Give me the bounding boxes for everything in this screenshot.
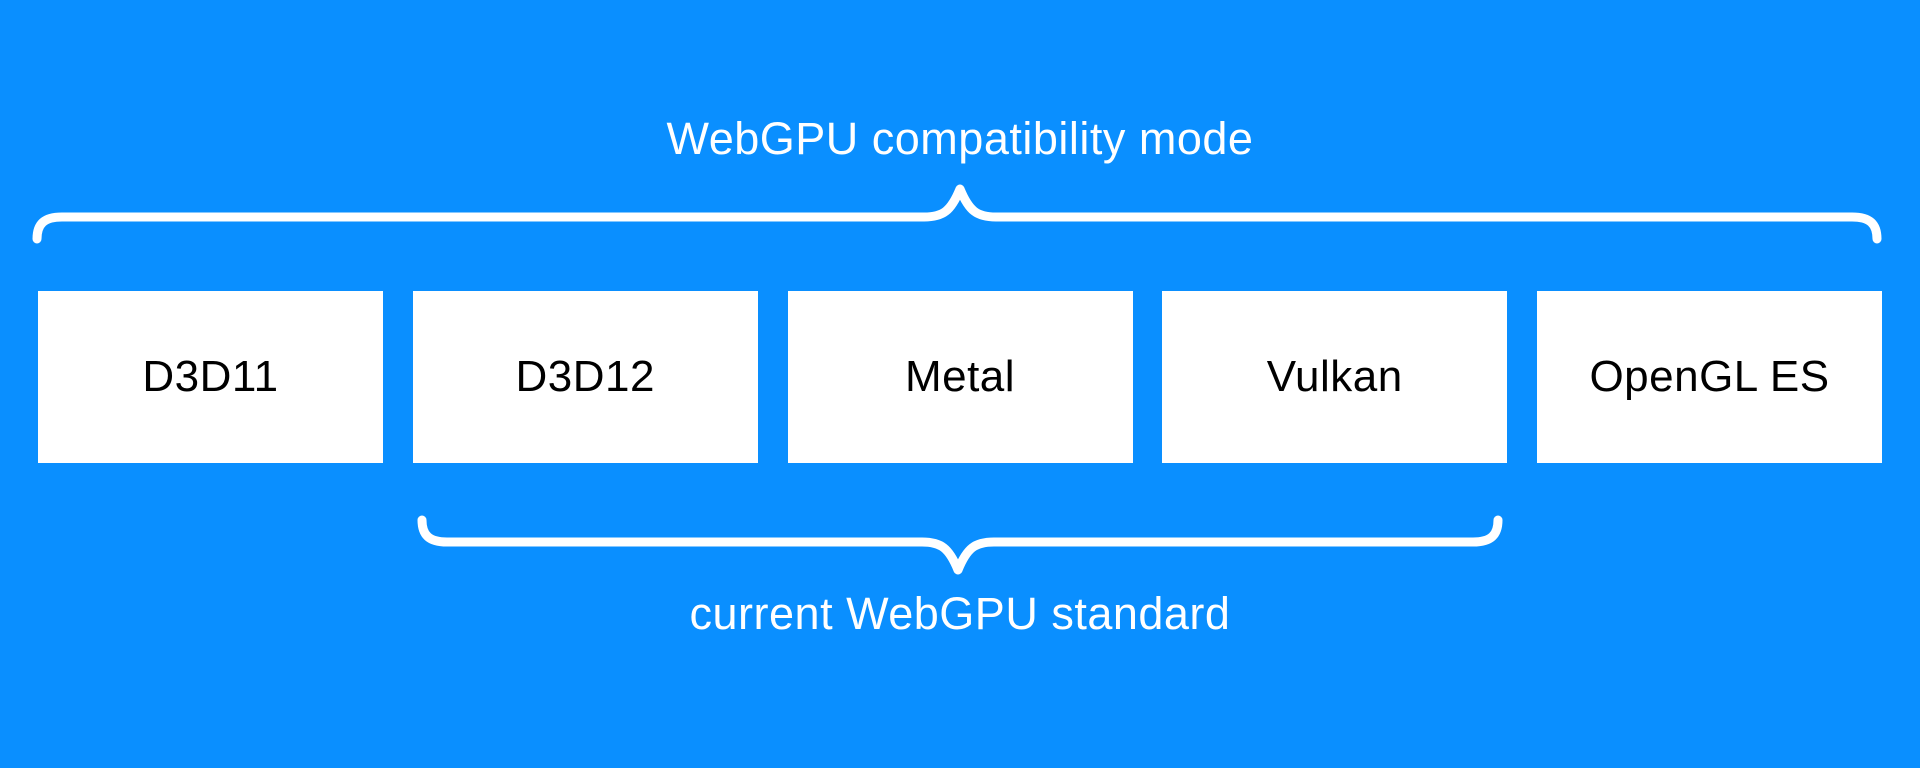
api-box-label: OpenGL ES xyxy=(1589,352,1830,401)
api-box-d3d11: D3D11 xyxy=(38,291,383,463)
api-box-opengl-es: OpenGL ES xyxy=(1537,291,1882,463)
diagram-title: WebGPU compatibility mode xyxy=(666,113,1254,164)
diagram-bottom-label: current WebGPU standard xyxy=(689,588,1231,639)
top-brace xyxy=(32,184,1882,244)
api-box-d3d12: D3D12 xyxy=(412,291,758,463)
api-box-label: Vulkan xyxy=(1266,352,1403,401)
api-box-label: Metal xyxy=(904,352,1016,401)
api-box-vulkan: Vulkan xyxy=(1162,291,1508,463)
api-box-label: D3D11 xyxy=(142,352,279,401)
bottom-brace xyxy=(417,515,1503,575)
api-boxes-row: D3D11 D3D12 Metal Vulkan OpenGL ES xyxy=(38,291,1882,463)
api-box-label: D3D12 xyxy=(515,352,655,401)
api-box-metal: Metal xyxy=(787,291,1133,463)
